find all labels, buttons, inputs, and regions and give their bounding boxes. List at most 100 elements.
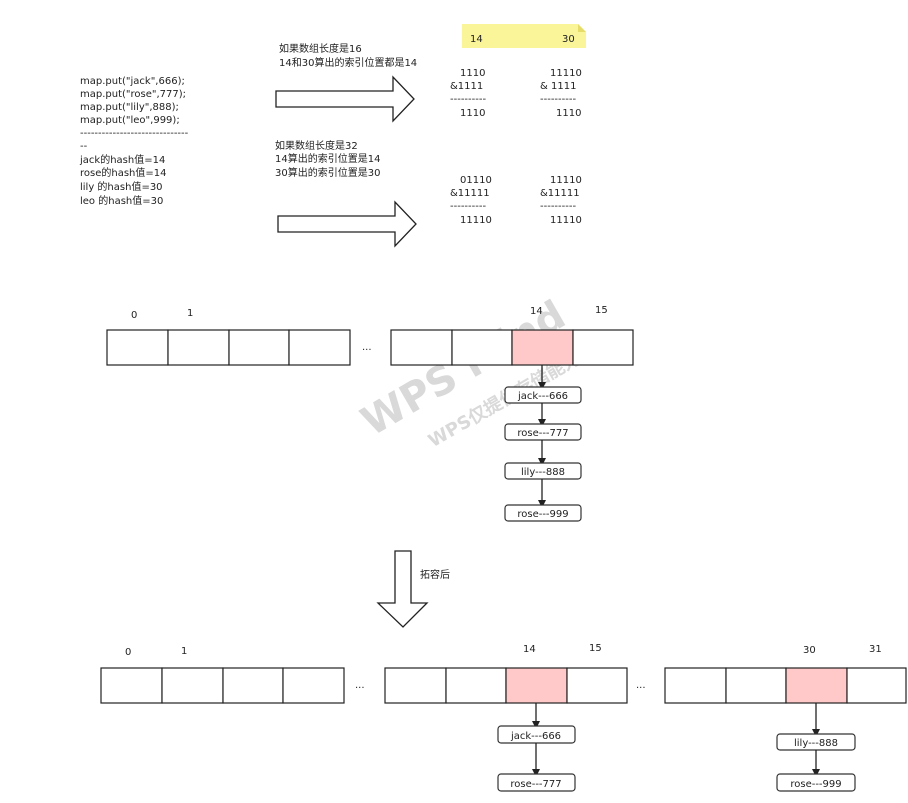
chain-node: lily---888 bbox=[776, 733, 856, 751]
after-chain-30: lily---888 rose---999 bbox=[776, 703, 856, 792]
calc-line: 1110 bbox=[556, 108, 581, 119]
calc-line: ---------- bbox=[450, 94, 486, 105]
case32-calc-left: 01110 &11111 ---------- 11110 bbox=[450, 175, 492, 226]
case16-calc-right: 11110 & 1111 ---------- 1110 bbox=[540, 68, 582, 119]
code-line: map.put("rose",777); bbox=[80, 89, 186, 100]
code-line: jack的hash值=14 bbox=[79, 153, 165, 166]
node-label: lily---888 bbox=[521, 467, 565, 478]
array-cell bbox=[282, 667, 345, 704]
calc-line: 1110 bbox=[460, 68, 485, 79]
index-label: 14 bbox=[530, 306, 543, 317]
index-label: 1 bbox=[181, 646, 187, 657]
node-label: rose---777 bbox=[517, 428, 568, 439]
array-cell bbox=[451, 329, 513, 366]
note-line: 如果数组长度是32 bbox=[275, 139, 358, 152]
calc-line: &11111 bbox=[450, 188, 490, 199]
array-cell-14 bbox=[511, 329, 574, 366]
sticky-note: 14 30 bbox=[462, 24, 586, 48]
node-label: rose---777 bbox=[510, 779, 561, 790]
calc-line: 11110 bbox=[550, 175, 582, 186]
before-chain: jack---666 rose---777 lily---888 rose---… bbox=[504, 365, 582, 522]
before-array: 0 1 ... 14 15 bbox=[106, 305, 634, 366]
index-label: 15 bbox=[589, 643, 602, 654]
code-line: lily 的hash值=30 bbox=[80, 180, 163, 193]
array-cell bbox=[288, 329, 351, 366]
array-cell bbox=[725, 667, 787, 704]
array-cell bbox=[106, 329, 169, 366]
calc-line: ---------- bbox=[450, 201, 486, 212]
code-line: rose的hash值=14 bbox=[80, 166, 167, 179]
chain-node: rose---777 bbox=[497, 773, 576, 792]
case16-note: 如果数组长度是16 14和30算出的索引位置都是14 bbox=[279, 42, 417, 69]
array-cell bbox=[100, 667, 163, 704]
array-cell bbox=[384, 667, 447, 704]
sticky-right: 30 bbox=[562, 34, 575, 45]
after-chain-14: jack---666 rose---777 bbox=[497, 703, 576, 792]
down-arrow bbox=[376, 550, 429, 628]
code-line: map.put("leo",999); bbox=[80, 115, 180, 126]
index-label: 0 bbox=[131, 310, 137, 321]
code-line: map.put("lily",888); bbox=[80, 102, 179, 113]
index-label: 15 bbox=[595, 305, 608, 316]
calc-line: ---------- bbox=[540, 94, 576, 105]
after-array: 0 1 ... 14 15 ... 30 31 bbox=[100, 643, 907, 704]
index-label: 30 bbox=[803, 645, 816, 656]
chain-node: jack---666 bbox=[497, 725, 576, 744]
array-cell bbox=[445, 667, 507, 704]
index-label: 14 bbox=[523, 644, 536, 655]
chain-node: rose---999 bbox=[776, 773, 856, 792]
case32-calc-right: 11110 &11111 ---------- 11110 bbox=[540, 175, 582, 226]
calc-line: & 1111 bbox=[540, 81, 576, 92]
calc-line: 1110 bbox=[460, 108, 485, 119]
ellipsis: ... bbox=[362, 342, 372, 353]
chain-node: rose---777 bbox=[504, 423, 582, 441]
note-line: 如果数组长度是16 bbox=[279, 42, 362, 55]
chain-node: lily---888 bbox=[504, 462, 582, 480]
calc-line: ---------- bbox=[540, 201, 576, 212]
calc-line: 01110 bbox=[460, 175, 492, 186]
node-label: jack---666 bbox=[517, 391, 568, 402]
array-cell bbox=[846, 667, 907, 704]
case16-calc-left: 1110 &1111 ---------- 1110 bbox=[450, 68, 486, 119]
array-cell bbox=[161, 667, 224, 704]
index-label: 31 bbox=[869, 644, 882, 655]
node-label: jack---666 bbox=[510, 731, 561, 742]
array-cell bbox=[228, 329, 290, 366]
calc-line: 11110 bbox=[550, 68, 582, 79]
code-line: leo 的hash值=30 bbox=[80, 194, 163, 207]
right-arrow-2 bbox=[277, 200, 417, 248]
right-arrow-1 bbox=[275, 75, 415, 123]
array-cell bbox=[167, 329, 230, 366]
calc-line: 11110 bbox=[460, 215, 492, 226]
chain-node: jack---666 bbox=[504, 386, 582, 404]
ellipsis: ... bbox=[636, 680, 646, 691]
sticky-left: 14 bbox=[470, 34, 483, 45]
note-line: 14和30算出的索引位置都是14 bbox=[279, 56, 417, 69]
code-line: ------------------------------ bbox=[80, 128, 189, 139]
code-line: map.put("jack",666); bbox=[80, 76, 185, 87]
node-label: rose---999 bbox=[790, 779, 841, 790]
ellipsis: ... bbox=[355, 680, 365, 691]
node-label: lily---888 bbox=[794, 738, 838, 749]
calc-line: &1111 bbox=[450, 81, 483, 92]
index-label: 1 bbox=[187, 308, 193, 319]
calc-line: &11111 bbox=[540, 188, 580, 199]
chain-node: rose---999 bbox=[504, 504, 582, 522]
case32-note: 如果数组长度是32 14算出的索引位置是14 30算出的索引位置是30 bbox=[275, 139, 380, 179]
array-cell bbox=[566, 667, 628, 704]
index-label: 0 bbox=[125, 647, 131, 658]
note-line: 30算出的索引位置是30 bbox=[275, 166, 380, 179]
node-label: rose---999 bbox=[517, 509, 568, 520]
array-cell bbox=[390, 329, 453, 366]
array-cell bbox=[222, 667, 284, 704]
array-cell-14 bbox=[505, 667, 568, 704]
watermark: WPS Mind WPS仅提供存储能力 bbox=[354, 292, 585, 452]
array-cell bbox=[572, 329, 634, 366]
code-block: map.put("jack",666); map.put("rose",777)… bbox=[79, 76, 189, 207]
code-line: -- bbox=[80, 141, 88, 152]
note-line: 14算出的索引位置是14 bbox=[275, 152, 380, 165]
resize-label: 拓容后 bbox=[420, 568, 450, 581]
array-cell-30 bbox=[785, 667, 848, 704]
array-cell bbox=[664, 667, 727, 704]
